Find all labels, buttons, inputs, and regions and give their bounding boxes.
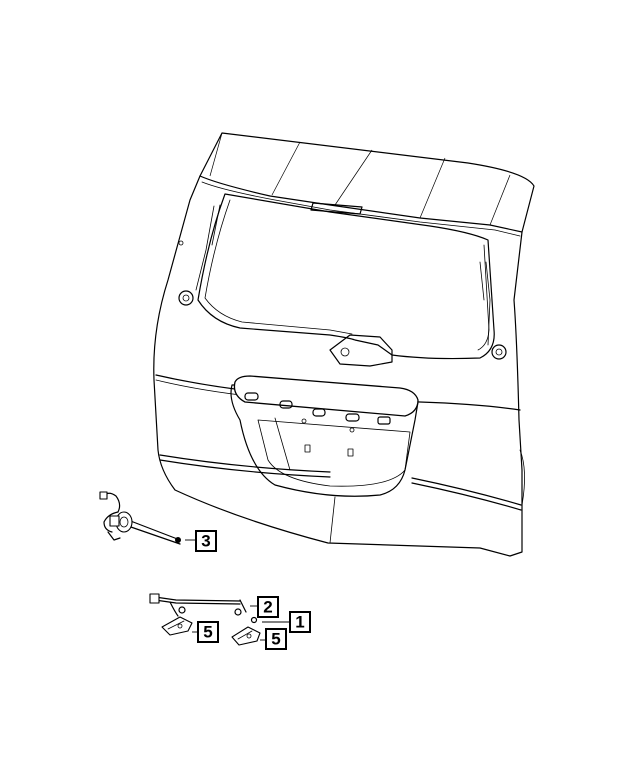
wiper-motor-housing (329, 334, 393, 367)
callout-1-label: 1 (295, 613, 304, 632)
callout-3-label: 3 (201, 532, 210, 551)
license-lamp-harness (149, 593, 247, 617)
license-lamp-left (161, 616, 193, 636)
callout-1: 1 (289, 611, 311, 633)
liftgate-outline (153, 132, 535, 557)
liftgate-applique (233, 375, 419, 417)
callout-5-right: 5 (265, 628, 287, 650)
callout-5-left: 5 (197, 621, 219, 643)
callout-5-left-label: 5 (203, 623, 212, 642)
liftgate-wiring-harness (99, 491, 181, 545)
callout-5-right-label: 5 (271, 630, 280, 649)
rear-window-opening (197, 193, 495, 360)
right-strut-ball (491, 344, 507, 360)
liftgate-assembly (153, 132, 535, 557)
high-mount-stop-lamp (310, 202, 363, 215)
left-strut-ball (178, 290, 194, 306)
license-lamp-right (231, 626, 261, 646)
license-lamp-bulb (250, 616, 258, 624)
callout-3: 3 (195, 530, 217, 552)
callout-2-label: 2 (263, 598, 272, 617)
spoiler-edge (199, 175, 523, 233)
callout-2: 2 (257, 596, 279, 618)
